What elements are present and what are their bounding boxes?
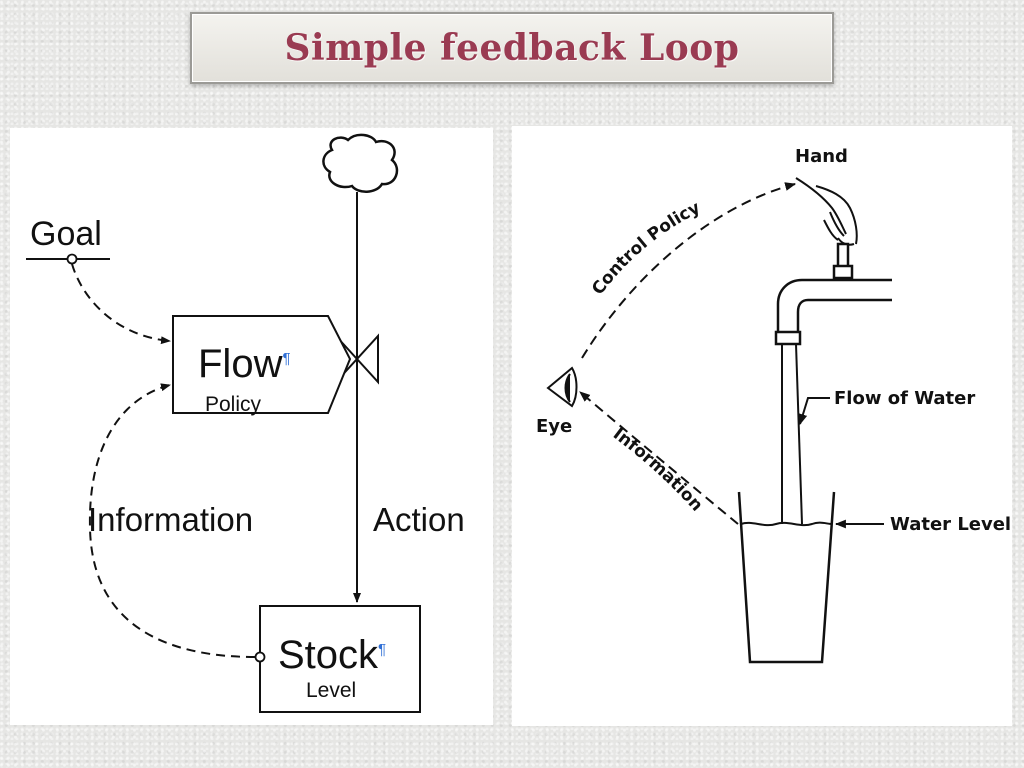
- water-level-label: Water Level: [890, 514, 1011, 535]
- level-label: Level: [306, 679, 356, 702]
- flow-of-water-label: Flow of Water: [834, 388, 975, 409]
- control-policy-arrow: [581, 182, 797, 359]
- information-label: Information: [88, 501, 253, 538]
- information-arrow: [579, 391, 739, 525]
- stock-connector: [254, 651, 266, 663]
- slide-title: Simple feedback Loop: [284, 27, 740, 69]
- stock-label: Stock¶: [278, 633, 386, 677]
- hand-label: Hand: [795, 146, 848, 167]
- cloud-source-shape: [322, 133, 399, 193]
- goal-label: Goal: [30, 215, 102, 253]
- flow-label: Flow¶: [198, 342, 291, 386]
- flow-of-water-pointer: [798, 397, 830, 426]
- water-stream: [781, 343, 803, 525]
- title-banner: Simple feedback Loop: [190, 12, 834, 84]
- action-label: Action: [373, 501, 465, 538]
- faucet-icon: [774, 242, 892, 346]
- hand-icon: [795, 177, 858, 246]
- policy-label: Policy: [205, 393, 262, 416]
- stock-box: [259, 605, 421, 713]
- stock-flow-svg: Goal Flow¶ Policy Stock¶ Level Informati…: [26, 133, 465, 713]
- water-glass-svg: Hand: [536, 146, 1011, 664]
- control-policy-label: Control Policy: [588, 198, 703, 299]
- eye-label: Eye: [536, 416, 572, 437]
- flow-box: [172, 315, 352, 414]
- goal-connector: [66, 253, 78, 265]
- stock-flow-diagram: Goal Flow¶ Policy Stock¶ Level Informati…: [10, 128, 493, 725]
- water-glass-diagram: Hand: [512, 126, 1012, 726]
- glass-icon: [737, 491, 836, 664]
- information-link: [88, 383, 256, 658]
- eye-icon: [546, 366, 578, 408]
- information-label: Information: [609, 424, 707, 515]
- goal-to-flow-link: [71, 263, 171, 345]
